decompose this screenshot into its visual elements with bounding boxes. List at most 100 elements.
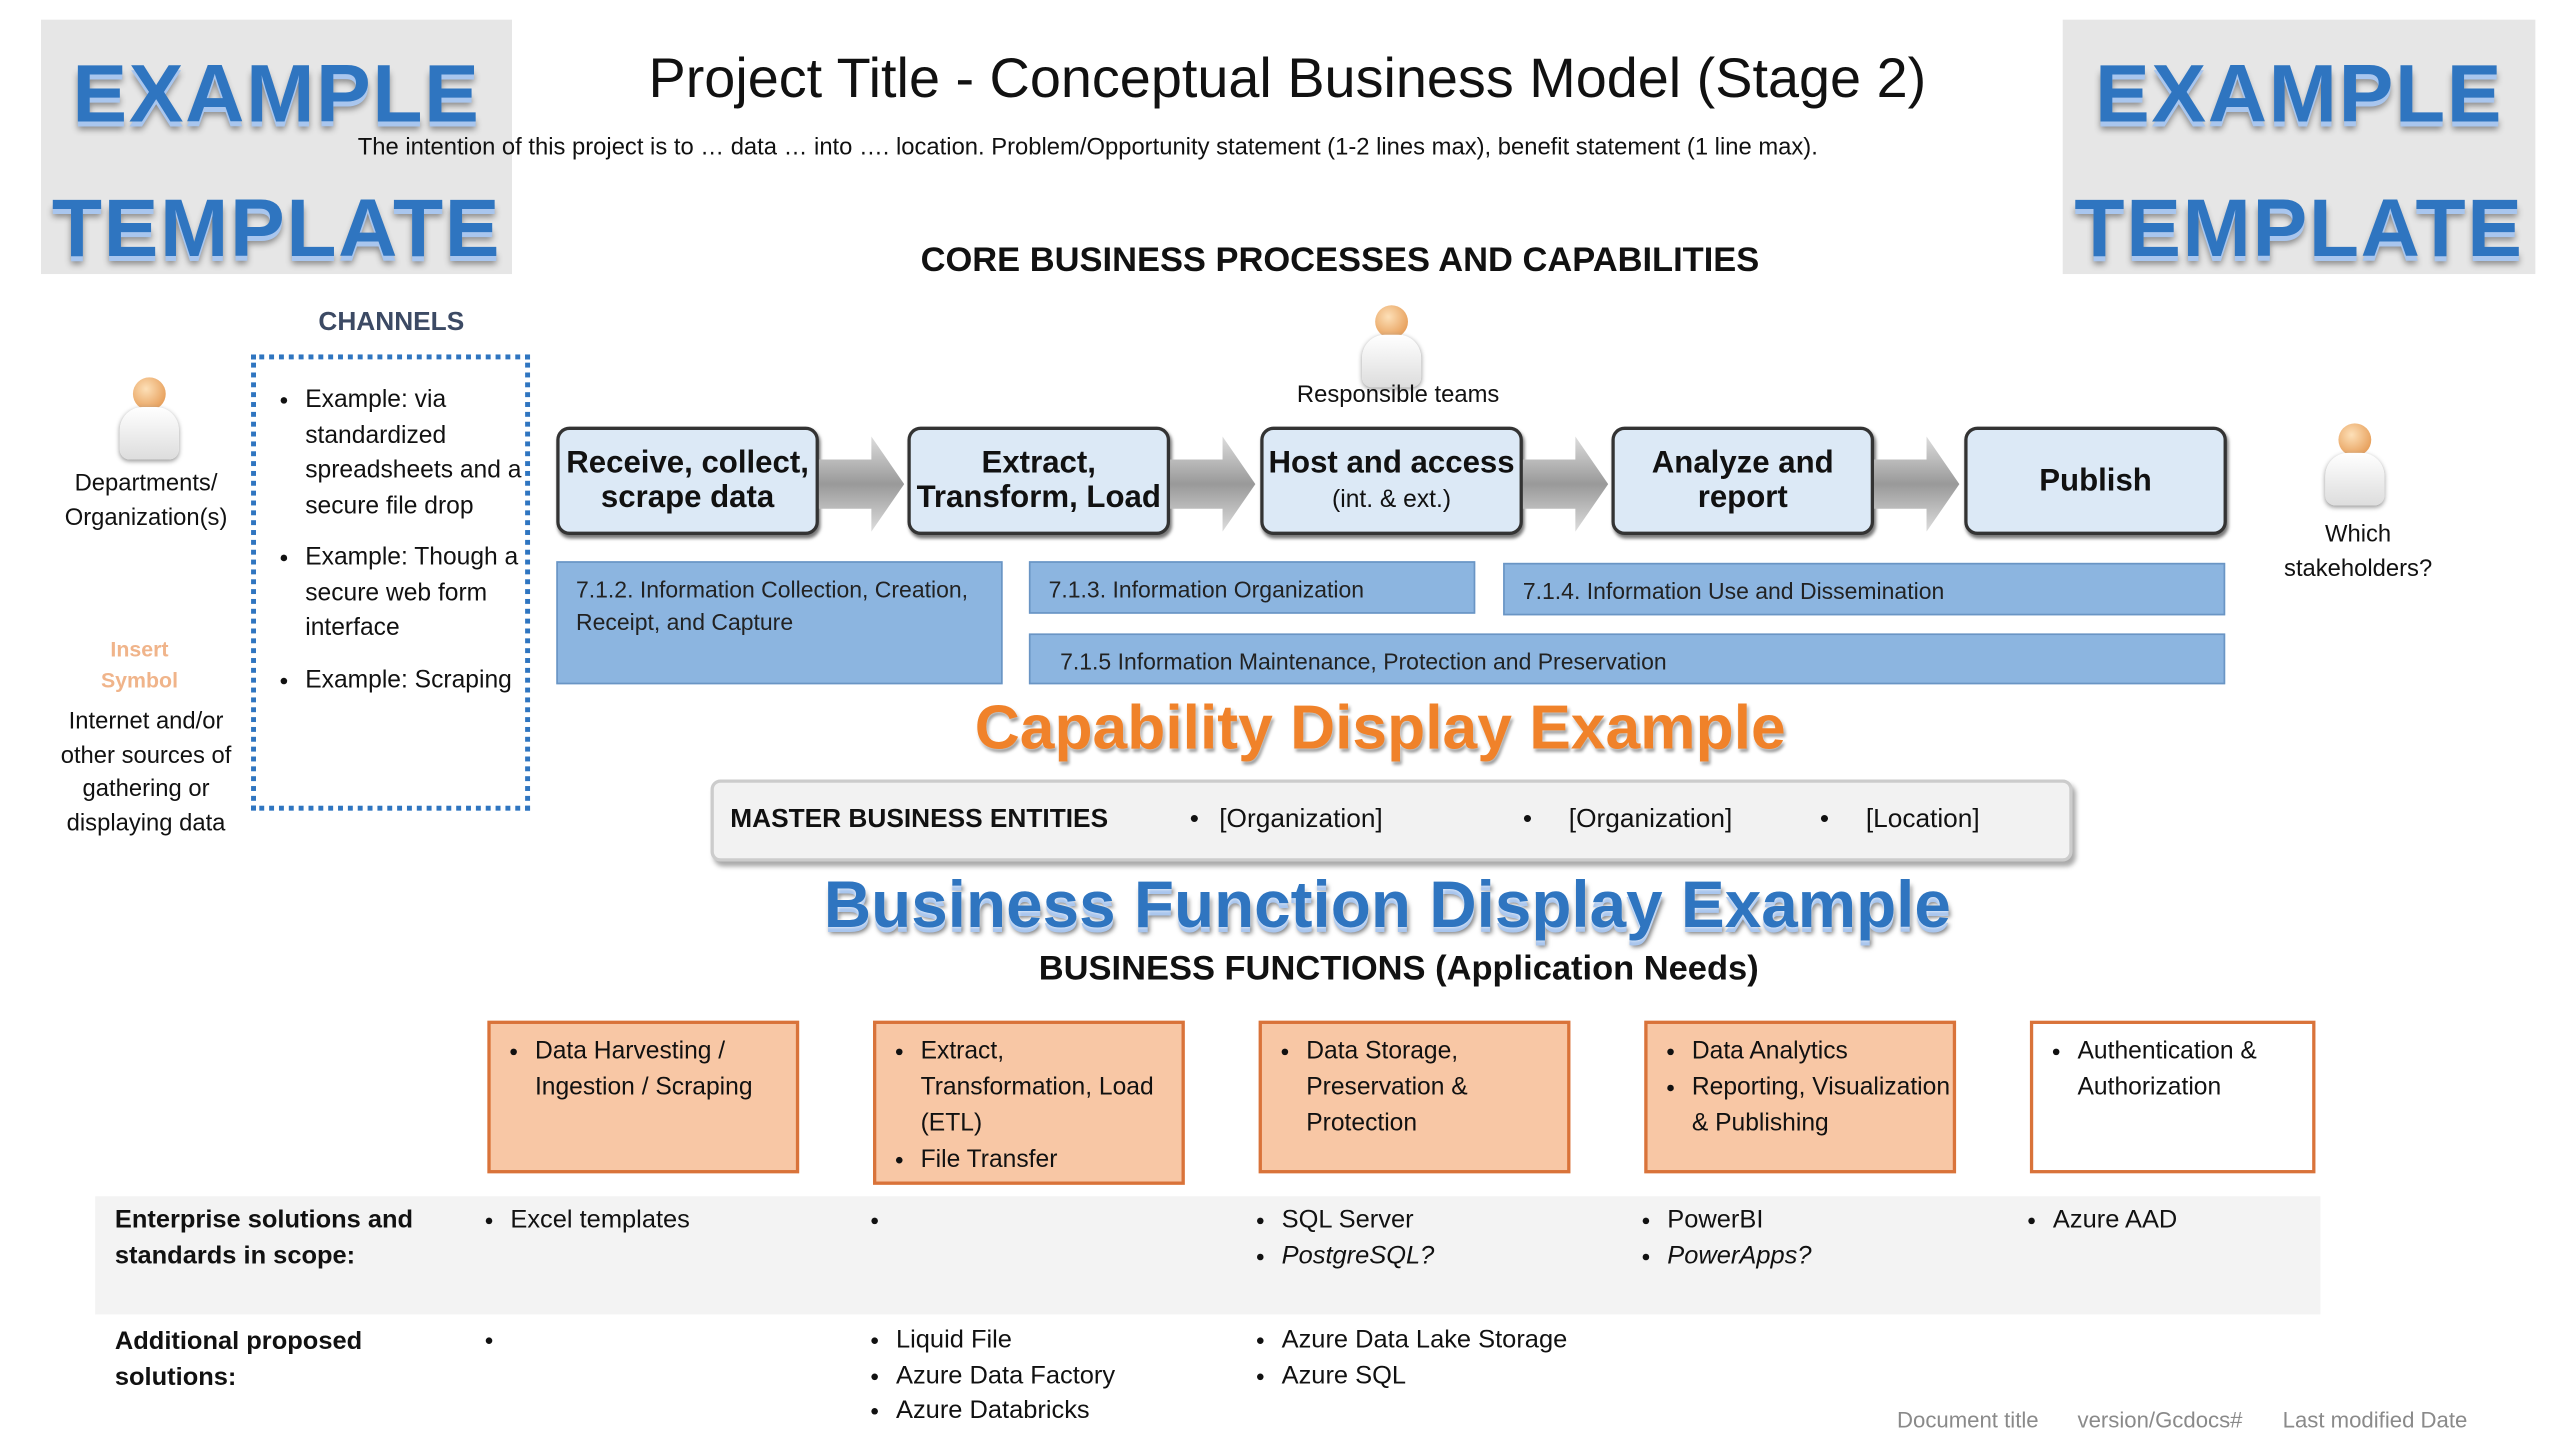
process-label-wrap: Extract, Transform, Load (914, 446, 1163, 515)
solution-item: PowerBI (1667, 1203, 1984, 1238)
mbe-item: [Location] (1865, 805, 1980, 834)
mbe-item: [Organization] (1568, 805, 1733, 834)
business-function-list: Data AnalyticsReporting, Visualization &… (1648, 1034, 1953, 1142)
arrow-right-icon (818, 433, 908, 535)
process-label: Receive, collect, scrape data (566, 446, 809, 516)
process-step: Analyze and report (1611, 426, 1875, 535)
solution-item: PostgreSQL? (1282, 1238, 1599, 1273)
responsible-teams-label: Responsible teams (1296, 382, 1500, 409)
enterprise-solutions: SQL ServerPostgreSQL? (1237, 1203, 1598, 1274)
capability-7-1-4: 7.1.4. Information Use and Dissemination (1503, 562, 2226, 616)
internet-sources-label: Internet and/or other sources of gatheri… (60, 708, 232, 837)
business-function-item: Data Harvesting / Ingestion / Scraping (535, 1034, 796, 1106)
process-step: Publish (1964, 426, 2227, 535)
solution-item: Azure AAD (2053, 1203, 2370, 1238)
departments-label: Departments/ Organization(s) (64, 470, 228, 532)
footer-doc-title: Document title (1896, 1407, 2039, 1433)
core-heading: CORE BUSINESS PROCESSES AND CAPABILITIES (920, 241, 1760, 279)
process-label-wrap: Publish (2039, 464, 2152, 498)
person-icon (1359, 305, 1425, 390)
capability-overlay: Capability Display Example (974, 694, 1786, 764)
enterprise-solutions: Excel templates (466, 1203, 827, 1238)
business-function-list: Extract, Transformation, Load (ETL)File … (876, 1034, 1181, 1178)
process-label-wrap: Analyze and report (1618, 446, 1867, 515)
arrow-right-icon (1170, 433, 1259, 535)
intro-statement: The intention of this project is to … da… (357, 134, 1818, 161)
solution-item (896, 1203, 1213, 1238)
business-function-item: Extract, Transformation, Load (ETL) (921, 1034, 1182, 1142)
solution-item: Azure SQL (1282, 1358, 1599, 1393)
business-function-item: Authentication & Authorization (2078, 1034, 2313, 1106)
business-function-box: Data Harvesting / Ingestion / Scraping (487, 1020, 800, 1174)
capability-7-1-5: 7.1.5 Information Maintenance, Protectio… (1028, 633, 2226, 685)
process-label: Publish (2039, 463, 2152, 499)
footer-date: Last modified Date (2282, 1407, 2468, 1433)
solution-item: PowerApps? (1667, 1238, 1984, 1273)
arrow-right-icon (1874, 433, 1963, 535)
enterprise-solutions: Azure AAD (2009, 1203, 2370, 1238)
master-business-entities: MASTER BUSINESS ENTITIES • [Organization]… (710, 779, 2073, 862)
solution-list: Azure AAD (2009, 1203, 2370, 1238)
process-step: Extract, Transform, Load (907, 426, 1171, 535)
additional-solutions: Liquid FileAzure Data FactoryAzure Datab… (852, 1323, 1213, 1429)
channel-item: Example: Though a secure web form interf… (305, 540, 525, 646)
solution-item: Azure Databricks (896, 1393, 1213, 1428)
channel-item: Example: Scraping (305, 662, 525, 697)
footer-version: version/Gcdocs# (2077, 1407, 2243, 1433)
person-icon (117, 377, 183, 462)
solution-list: Liquid FileAzure Data FactoryAzure Datab… (852, 1323, 1213, 1429)
solution-list: Azure Data Lake StorageAzure SQL (1237, 1323, 1598, 1394)
solution-item (510, 1323, 827, 1358)
business-function-box: Data AnalyticsReporting, Visualization &… (1644, 1020, 1957, 1174)
solution-item: Excel templates (510, 1203, 827, 1238)
insert-symbol-placeholder: Insert Symbol (100, 636, 179, 693)
business-function-item: Reporting, Visualization & Publishing (1692, 1070, 1953, 1142)
additional-solutions (466, 1323, 827, 1358)
solution-list: SQL ServerPostgreSQL? (1237, 1203, 1598, 1274)
solution-item: Azure Data Lake Storage (1282, 1323, 1599, 1358)
additional-solutions: Azure Data Lake StorageAzure SQL (1237, 1323, 1598, 1394)
stakeholders-label: Which stakeholders? (2284, 521, 2433, 583)
channel-item: Example: via standardized spreadsheets a… (305, 382, 525, 523)
enterprise-label: Enterprise solutions and standards in sc… (114, 1206, 414, 1271)
additional-label: Additional proposed solutions: (114, 1327, 363, 1392)
process-step: Receive, collect, scrape data (556, 426, 819, 535)
process-label: Analyze and report (1651, 446, 1834, 516)
business-function-item: File Transfer (921, 1142, 1182, 1178)
process-label: Host and access (1268, 445, 1515, 480)
business-function-overlay: Business Function Display Example (823, 869, 1951, 942)
page-title: Project Title - Conceptual Business Mode… (648, 47, 1927, 110)
enterprise-solutions (852, 1203, 1213, 1238)
enterprise-band (95, 1196, 2321, 1315)
business-function-box: Data Storage, Preservation & Protection (1258, 1020, 1571, 1174)
capability-7-1-3: 7.1.3. Information Organization (1028, 561, 1476, 614)
solution-item: Liquid File (896, 1323, 1213, 1358)
capability-7-1-2: 7.1.2. Information Collection, Creation,… (556, 561, 1003, 685)
bullet: • (1522, 805, 1533, 834)
process-note: (int. & ext.) (1332, 484, 1452, 513)
business-function-box: Authentication & Authorization (2029, 1020, 2316, 1174)
person-icon (2322, 423, 2388, 508)
solution-list (852, 1203, 1213, 1238)
business-function-box: Extract, Transformation, Load (ETL)File … (873, 1020, 1185, 1185)
solution-list (466, 1323, 827, 1358)
business-function-item: Data Analytics (1692, 1034, 1953, 1070)
process-label: Extract, Transform, Load (916, 446, 1161, 516)
solution-list: Excel templates (466, 1203, 827, 1238)
bullet: • (1189, 805, 1199, 834)
business-function-list: Data Storage, Preservation & Protection (1262, 1034, 1567, 1142)
channels-box: Example: via standardized spreadsheets a… (251, 354, 531, 811)
business-function-list: Data Harvesting / Ingestion / Scraping (491, 1034, 796, 1106)
channels-heading: CHANNELS (318, 308, 465, 337)
process-label-wrap: Host and access (int. & ext.) (1267, 446, 1516, 517)
mbe-label: MASTER BUSINESS ENTITIES (730, 805, 1109, 834)
solution-item: Azure Data Factory (896, 1358, 1213, 1393)
bullet: • (1819, 805, 1830, 834)
solution-list: PowerBIPowerApps? (1623, 1203, 1984, 1274)
business-functions-heading: BUSINESS FUNCTIONS (Application Needs) (1038, 950, 1759, 988)
solution-item: SQL Server (1282, 1203, 1599, 1238)
enterprise-solutions: PowerBIPowerApps? (1623, 1203, 1984, 1274)
arrow-right-icon (1522, 433, 1612, 535)
